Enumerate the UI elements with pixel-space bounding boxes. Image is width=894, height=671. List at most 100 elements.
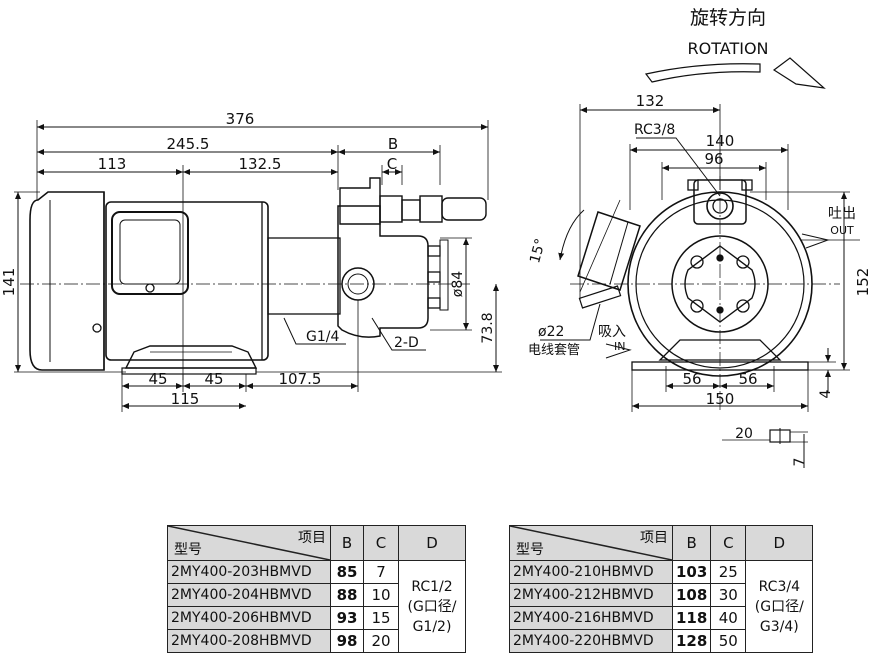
label-inlet-en: IN bbox=[614, 340, 625, 353]
dim-376: 376 bbox=[226, 110, 255, 128]
terminal-box-front bbox=[577, 211, 641, 291]
d-cell: RC3/4 (G口径/ G3/4) bbox=[745, 560, 814, 653]
header-d: D bbox=[745, 525, 814, 561]
b-cell: 85 bbox=[330, 560, 364, 584]
pump-body bbox=[337, 205, 429, 338]
inlet-arrow bbox=[605, 343, 632, 359]
rotation-label-en: ROTATION bbox=[688, 39, 769, 58]
dim-96: 96 bbox=[704, 150, 723, 168]
spec-table-left: 项目 型号 B C D 2MY400-203HBMVD 85 7 RC1/2 (… bbox=[167, 525, 466, 653]
model-cell: 2MY400-208HBMVD bbox=[167, 629, 331, 653]
rotation-arrow-right bbox=[772, 57, 826, 89]
table-row: 2MY400-204HBMVD 88 10 bbox=[167, 583, 466, 607]
dim-4: 4 bbox=[818, 389, 834, 398]
c-cell: 20 bbox=[363, 629, 399, 653]
header-model: 型号 bbox=[516, 542, 544, 558]
angle-15: 15° bbox=[527, 237, 549, 265]
header-item: 项目 bbox=[298, 530, 326, 546]
dim-73-8: 73.8 bbox=[480, 312, 496, 343]
header-d: D bbox=[398, 525, 466, 561]
label-rc38: RC3/8 bbox=[634, 122, 675, 138]
d-line: (G口径/ bbox=[407, 598, 457, 615]
dim-foot-45-right: 45 bbox=[204, 370, 223, 388]
dim-140: 140 bbox=[706, 132, 735, 150]
model-cell: 2MY400-206HBMVD bbox=[167, 606, 331, 630]
side-view-labels: 376 245.5 113 132.5 B C 141 45 45 107.5 … bbox=[0, 110, 496, 408]
rotation-arrow-left bbox=[644, 63, 761, 83]
model-cell: 2MY400-204HBMVD bbox=[167, 583, 331, 607]
motor-foot bbox=[124, 345, 258, 369]
header-b: B bbox=[671, 525, 712, 561]
d-line: RC1/2 bbox=[411, 578, 453, 595]
d-line: G3/4) bbox=[759, 618, 799, 635]
dim-132: 132 bbox=[636, 92, 665, 110]
c-cell: 50 bbox=[710, 629, 747, 653]
motor-end-cap bbox=[29, 191, 105, 371]
c-cell: 10 bbox=[363, 583, 399, 607]
d-line: G1/2) bbox=[412, 618, 452, 635]
label-outlet-en: OUT bbox=[830, 224, 854, 237]
terminal-box bbox=[111, 211, 189, 295]
table-row: 2MY400-212HBMVD 108 30 bbox=[509, 583, 813, 607]
header-model: 型号 bbox=[174, 542, 202, 558]
dim-front-56-left: 56 bbox=[682, 370, 701, 388]
label-conduit-cn: 电线套管 bbox=[528, 342, 580, 358]
header-b: B bbox=[330, 525, 364, 561]
spec-table-right: 项目 型号 B C D 2MY400-210HBMVD 103 25 RC3/4… bbox=[509, 525, 814, 653]
label-g14: G1/4 bbox=[306, 329, 339, 345]
b-cell: 128 bbox=[671, 629, 712, 653]
table-row: 2MY400-216HBMVD 118 40 bbox=[509, 606, 813, 630]
c-cell: 30 bbox=[710, 583, 747, 607]
table-corner-cell: 项目 型号 bbox=[509, 525, 673, 561]
dim-7: 7 bbox=[792, 458, 808, 467]
dim-foot-45-left: 45 bbox=[148, 370, 167, 388]
side-view bbox=[14, 120, 502, 412]
dim-113: 113 bbox=[98, 155, 127, 173]
b-cell: 98 bbox=[330, 629, 364, 653]
table-row: 2MY400-203HBMVD 85 7 RC1/2 (G口径/ G1/2) bbox=[167, 560, 466, 653]
d-cell: RC1/2 (G口径/ G1/2) bbox=[398, 560, 466, 653]
coupling-housing bbox=[267, 237, 341, 315]
c-cell: 25 bbox=[710, 560, 747, 584]
dim-132-5: 132.5 bbox=[239, 155, 282, 173]
model-cell: 2MY400-220HBMVD bbox=[509, 629, 673, 653]
dim-245-5: 245.5 bbox=[167, 135, 210, 153]
table-row: 2MY400-220HBMVD 128 50 bbox=[509, 629, 813, 653]
d-line: (G口径/ bbox=[754, 598, 804, 615]
d-line: RC3/4 bbox=[758, 578, 800, 595]
label-inlet-cn: 吸入 bbox=[598, 324, 626, 340]
front-view bbox=[540, 104, 860, 468]
table-corner-cell: 项目 型号 bbox=[167, 525, 331, 561]
rotation-indicator: 旋转方向 ROTATION bbox=[644, 7, 826, 89]
model-cell: 2MY400-203HBMVD bbox=[167, 560, 331, 584]
header-c: C bbox=[363, 525, 399, 561]
end-cap-screw bbox=[92, 323, 102, 333]
dim-front-150: 150 bbox=[706, 390, 735, 408]
b-cell: 108 bbox=[671, 583, 712, 607]
rotation-label-cn: 旋转方向 bbox=[690, 7, 766, 29]
dim-dia-84: ø84 bbox=[450, 271, 466, 297]
dim-20: 20 bbox=[735, 426, 753, 442]
model-cell: 2MY400-216HBMVD bbox=[509, 606, 673, 630]
c-cell: 15 bbox=[363, 606, 399, 630]
dim-foot-115: 115 bbox=[171, 390, 200, 408]
outlet-arrow bbox=[801, 233, 830, 249]
label-outlet-cn: 吐出 bbox=[828, 206, 856, 222]
b-cell: 93 bbox=[330, 606, 364, 630]
header-c: C bbox=[710, 525, 747, 561]
label-conduit-dia: ø22 bbox=[538, 324, 564, 340]
table-row: 2MY400-210HBMVD 103 25 RC3/4 (G口径/ G3/4) bbox=[509, 560, 814, 653]
front-foot bbox=[658, 339, 782, 361]
model-cell: 2MY400-212HBMVD bbox=[509, 583, 673, 607]
dim-c: C bbox=[387, 155, 397, 173]
dim-141: 141 bbox=[0, 268, 18, 297]
header-item: 项目 bbox=[640, 530, 668, 546]
c-cell: 7 bbox=[363, 560, 399, 584]
b-cell: 88 bbox=[330, 583, 364, 607]
table-row: 2MY400-208HBMVD 98 20 bbox=[167, 629, 466, 653]
front-view-labels: 132 RC3/8 140 96 15° 吐出 OUT 152 ø22 电线套管… bbox=[527, 92, 872, 466]
dim-foot-107-5: 107.5 bbox=[279, 370, 322, 388]
dim-b: B bbox=[388, 135, 398, 153]
dim-front-56-right: 56 bbox=[738, 370, 757, 388]
b-cell: 103 bbox=[671, 560, 712, 584]
